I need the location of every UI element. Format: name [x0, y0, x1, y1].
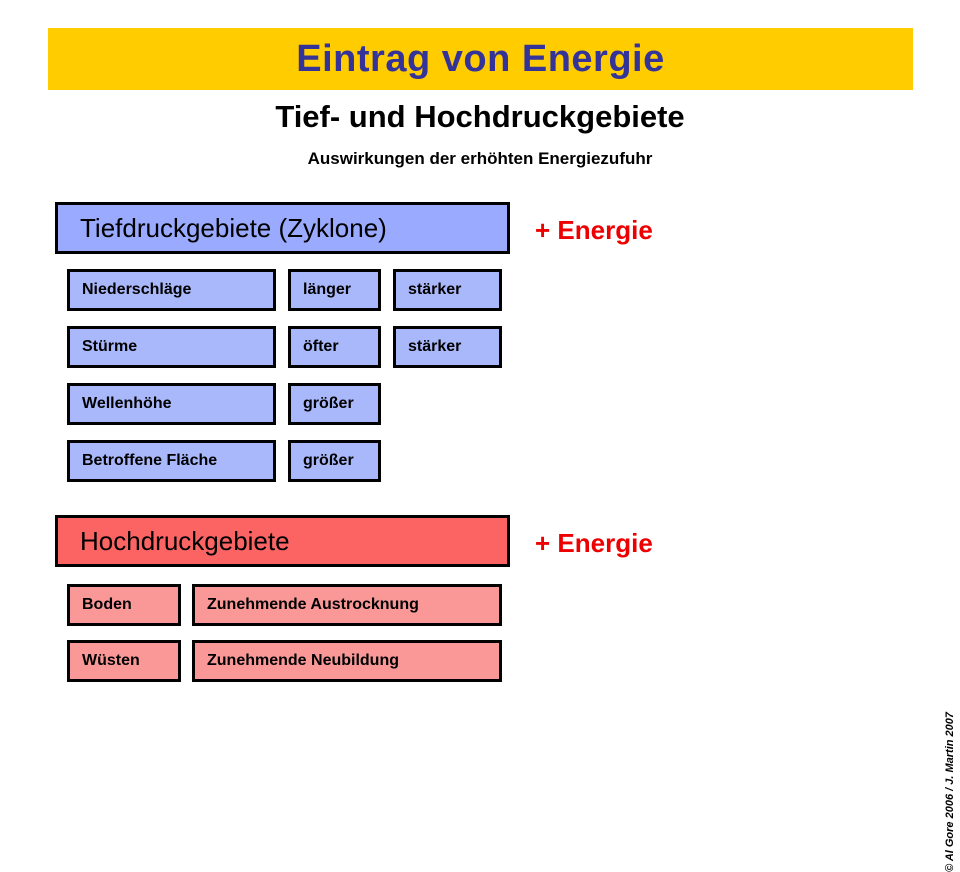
row-label: Niederschläge	[82, 281, 192, 298]
row-label: Boden	[82, 596, 132, 613]
row-attr1-box[interactable]: länger	[288, 269, 381, 311]
section-header-high-pressure-label: Hochdruckgebiete	[80, 525, 290, 556]
row-attr2: stärker	[408, 338, 462, 355]
row-attr1-box[interactable]: größer	[288, 440, 381, 482]
row-label-box[interactable]: Wüsten	[67, 640, 181, 682]
row-label: Betroffene Fläche	[82, 452, 218, 469]
row-attr1-box[interactable]: Zunehmende Neubildung	[192, 640, 502, 682]
sub-subtitle: Auswirkungen der erhöhten Energiezufuhr	[307, 149, 653, 168]
subtitle: Tief- und Hochdruckgebiete	[275, 99, 685, 134]
title-banner: Eintrag von Energie	[48, 28, 913, 90]
row-attr2-box[interactable]: stärker	[393, 269, 502, 311]
energy-label-low-pressure: + Energie	[535, 215, 653, 245]
row-label-box[interactable]: Boden	[67, 584, 181, 626]
row-label-box[interactable]: Betroffene Fläche	[67, 440, 276, 482]
row-attr1: größer	[303, 452, 354, 469]
row-label-box[interactable]: Stürme	[67, 326, 276, 368]
row-attr1-box[interactable]: öfter	[288, 326, 381, 368]
section-header-low-pressure[interactable]: Tiefdruckgebiete (Zyklone)	[55, 202, 510, 254]
copyright-notice: © Al Gore 2006 / J. Martin 2007	[944, 712, 956, 872]
section-header-low-pressure-label: Tiefdruckgebiete (Zyklone)	[80, 212, 387, 243]
row-label: Wellenhöhe	[82, 395, 172, 412]
row-attr1: größer	[303, 395, 354, 412]
row-attr1: Zunehmende Neubildung	[207, 652, 399, 669]
slide-canvas: Eintrag von Energie Tief- und Hochdruckg…	[48, 28, 956, 872]
row-attr2: stärker	[408, 281, 462, 298]
row-attr2-box[interactable]: stärker	[393, 326, 502, 368]
row-attr1: länger	[303, 281, 352, 298]
page-title: Eintrag von Energie	[296, 37, 665, 80]
row-attr1: öfter	[303, 338, 339, 355]
row-label-box[interactable]: Wellenhöhe	[67, 383, 276, 425]
row-attr1-box[interactable]: Zunehmende Austrocknung	[192, 584, 502, 626]
row-attr1-box[interactable]: größer	[288, 383, 381, 425]
energy-label-high-pressure: + Energie	[535, 528, 653, 558]
row-attr1: Zunehmende Austrocknung	[207, 596, 419, 613]
section-header-high-pressure[interactable]: Hochdruckgebiete	[55, 515, 510, 567]
row-label: Stürme	[82, 338, 138, 355]
row-label: Wüsten	[82, 652, 140, 669]
row-label-box[interactable]: Niederschläge	[67, 269, 276, 311]
